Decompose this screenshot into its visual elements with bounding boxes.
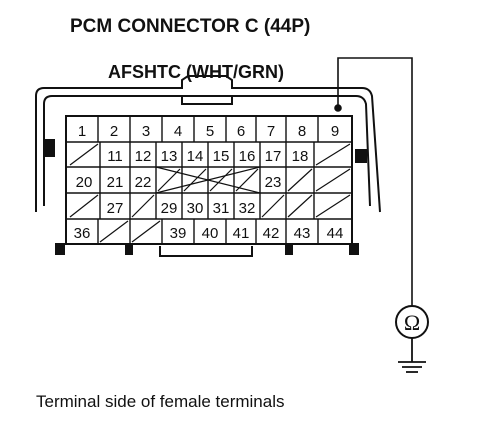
terminal-cell xyxy=(315,194,351,218)
terminal-label: 18 xyxy=(292,148,309,165)
terminal-cell xyxy=(131,220,161,243)
terminal-label: 12 xyxy=(135,148,152,165)
terminal-cell xyxy=(69,194,99,218)
terminal-cell: 18 xyxy=(292,148,309,165)
terminal-cell: 3 xyxy=(142,123,150,140)
ohmmeter-icon: Ω xyxy=(395,305,429,339)
terminal-label: 4 xyxy=(174,123,182,140)
terminal-label: 14 xyxy=(187,148,204,165)
probe-wire xyxy=(334,57,413,306)
terminal-label: 20 xyxy=(76,174,93,191)
terminal-cell xyxy=(209,168,233,192)
terminal-cell: 2 xyxy=(110,123,118,140)
terminal-cell: 13 xyxy=(161,148,178,165)
diagram-title: PCM CONNECTOR C (44P) xyxy=(70,16,310,37)
terminal-cell xyxy=(315,168,351,192)
terminal-label: 17 xyxy=(265,148,282,165)
wire-label: AFSHTC (WHT/GRN) xyxy=(108,62,284,82)
terminal-label: 23 xyxy=(265,174,282,191)
terminal-cell xyxy=(287,168,313,192)
terminal-label: 8 xyxy=(298,123,306,140)
terminal-cell: 23 xyxy=(265,174,282,191)
terminal-cell: 16 xyxy=(239,148,256,165)
terminal-label: 40 xyxy=(202,225,219,242)
terminal-cell: 11 xyxy=(107,148,123,165)
terminal-cell xyxy=(261,194,285,218)
terminal-label: 2 xyxy=(110,123,118,140)
terminal-cell xyxy=(131,194,155,218)
terminal-cell: 4 xyxy=(174,123,182,140)
terminal-cell: 22 xyxy=(135,174,152,191)
terminal-label: 7 xyxy=(267,123,275,140)
terminal-cell: 36 xyxy=(74,225,91,242)
terminal-cell: 21 xyxy=(107,174,124,191)
terminal-cell: 8 xyxy=(298,123,306,140)
terminal-cell: 9 xyxy=(331,123,339,140)
terminal-cell: 39 xyxy=(170,225,187,242)
terminal-cell: 30 xyxy=(187,200,204,217)
terminal-cell: 12 xyxy=(135,148,152,165)
terminal-label: 30 xyxy=(187,200,204,217)
terminal-cell: 14 xyxy=(187,148,204,165)
terminal-cell xyxy=(315,143,351,166)
terminal-cell: 42 xyxy=(263,225,280,242)
terminal-cell: 40 xyxy=(202,225,219,242)
terminal-cell: 31 xyxy=(213,200,230,217)
terminal-label: 43 xyxy=(294,225,311,242)
terminal-cell xyxy=(183,168,207,192)
terminal-label: 15 xyxy=(213,148,230,165)
terminal-label: 31 xyxy=(213,200,230,217)
terminal-label: 16 xyxy=(239,148,256,165)
terminal-label: 21 xyxy=(107,174,124,191)
terminal-cell: 29 xyxy=(161,200,178,217)
terminal-label: 6 xyxy=(237,123,245,140)
terminal-label: 1 xyxy=(78,123,86,140)
terminal-cell: 32 xyxy=(239,200,256,217)
terminal-cell: 15 xyxy=(213,148,230,165)
terminal-cell: 27 xyxy=(107,200,124,217)
terminal-label: 11 xyxy=(107,148,123,165)
terminal-cell xyxy=(99,220,129,243)
ohm-symbol: Ω xyxy=(404,310,420,335)
terminal-label: 22 xyxy=(135,174,152,191)
terminal-label: 32 xyxy=(239,200,256,217)
terminal-label: 5 xyxy=(206,123,214,140)
terminal-cell xyxy=(287,194,313,218)
terminal-cell: 43 xyxy=(294,225,311,242)
terminal-cell xyxy=(69,143,99,166)
terminal-label: 41 xyxy=(233,225,250,242)
terminal-cell: 7 xyxy=(267,123,275,140)
terminal-label: 3 xyxy=(142,123,150,140)
terminal-label: 44 xyxy=(327,225,344,242)
terminal-cell: 44 xyxy=(327,225,344,242)
terminal-label: 9 xyxy=(331,123,339,140)
terminal-label: 29 xyxy=(161,200,178,217)
terminal-label: 13 xyxy=(161,148,178,165)
terminal-label: 27 xyxy=(107,200,124,217)
caption: Terminal side of female terminals xyxy=(36,392,284,411)
ground-icon xyxy=(398,338,426,373)
terminal-cell: 20 xyxy=(76,174,93,191)
terminal-cell: 1 xyxy=(78,123,86,140)
terminal-label: 36 xyxy=(74,225,91,242)
terminal-cell: 41 xyxy=(233,225,250,242)
terminal-cell: 17 xyxy=(265,148,282,165)
terminal-cell: 6 xyxy=(237,123,245,140)
terminal-label: 39 xyxy=(170,225,187,242)
terminal-cell: 5 xyxy=(206,123,214,140)
terminal-label: 42 xyxy=(263,225,280,242)
